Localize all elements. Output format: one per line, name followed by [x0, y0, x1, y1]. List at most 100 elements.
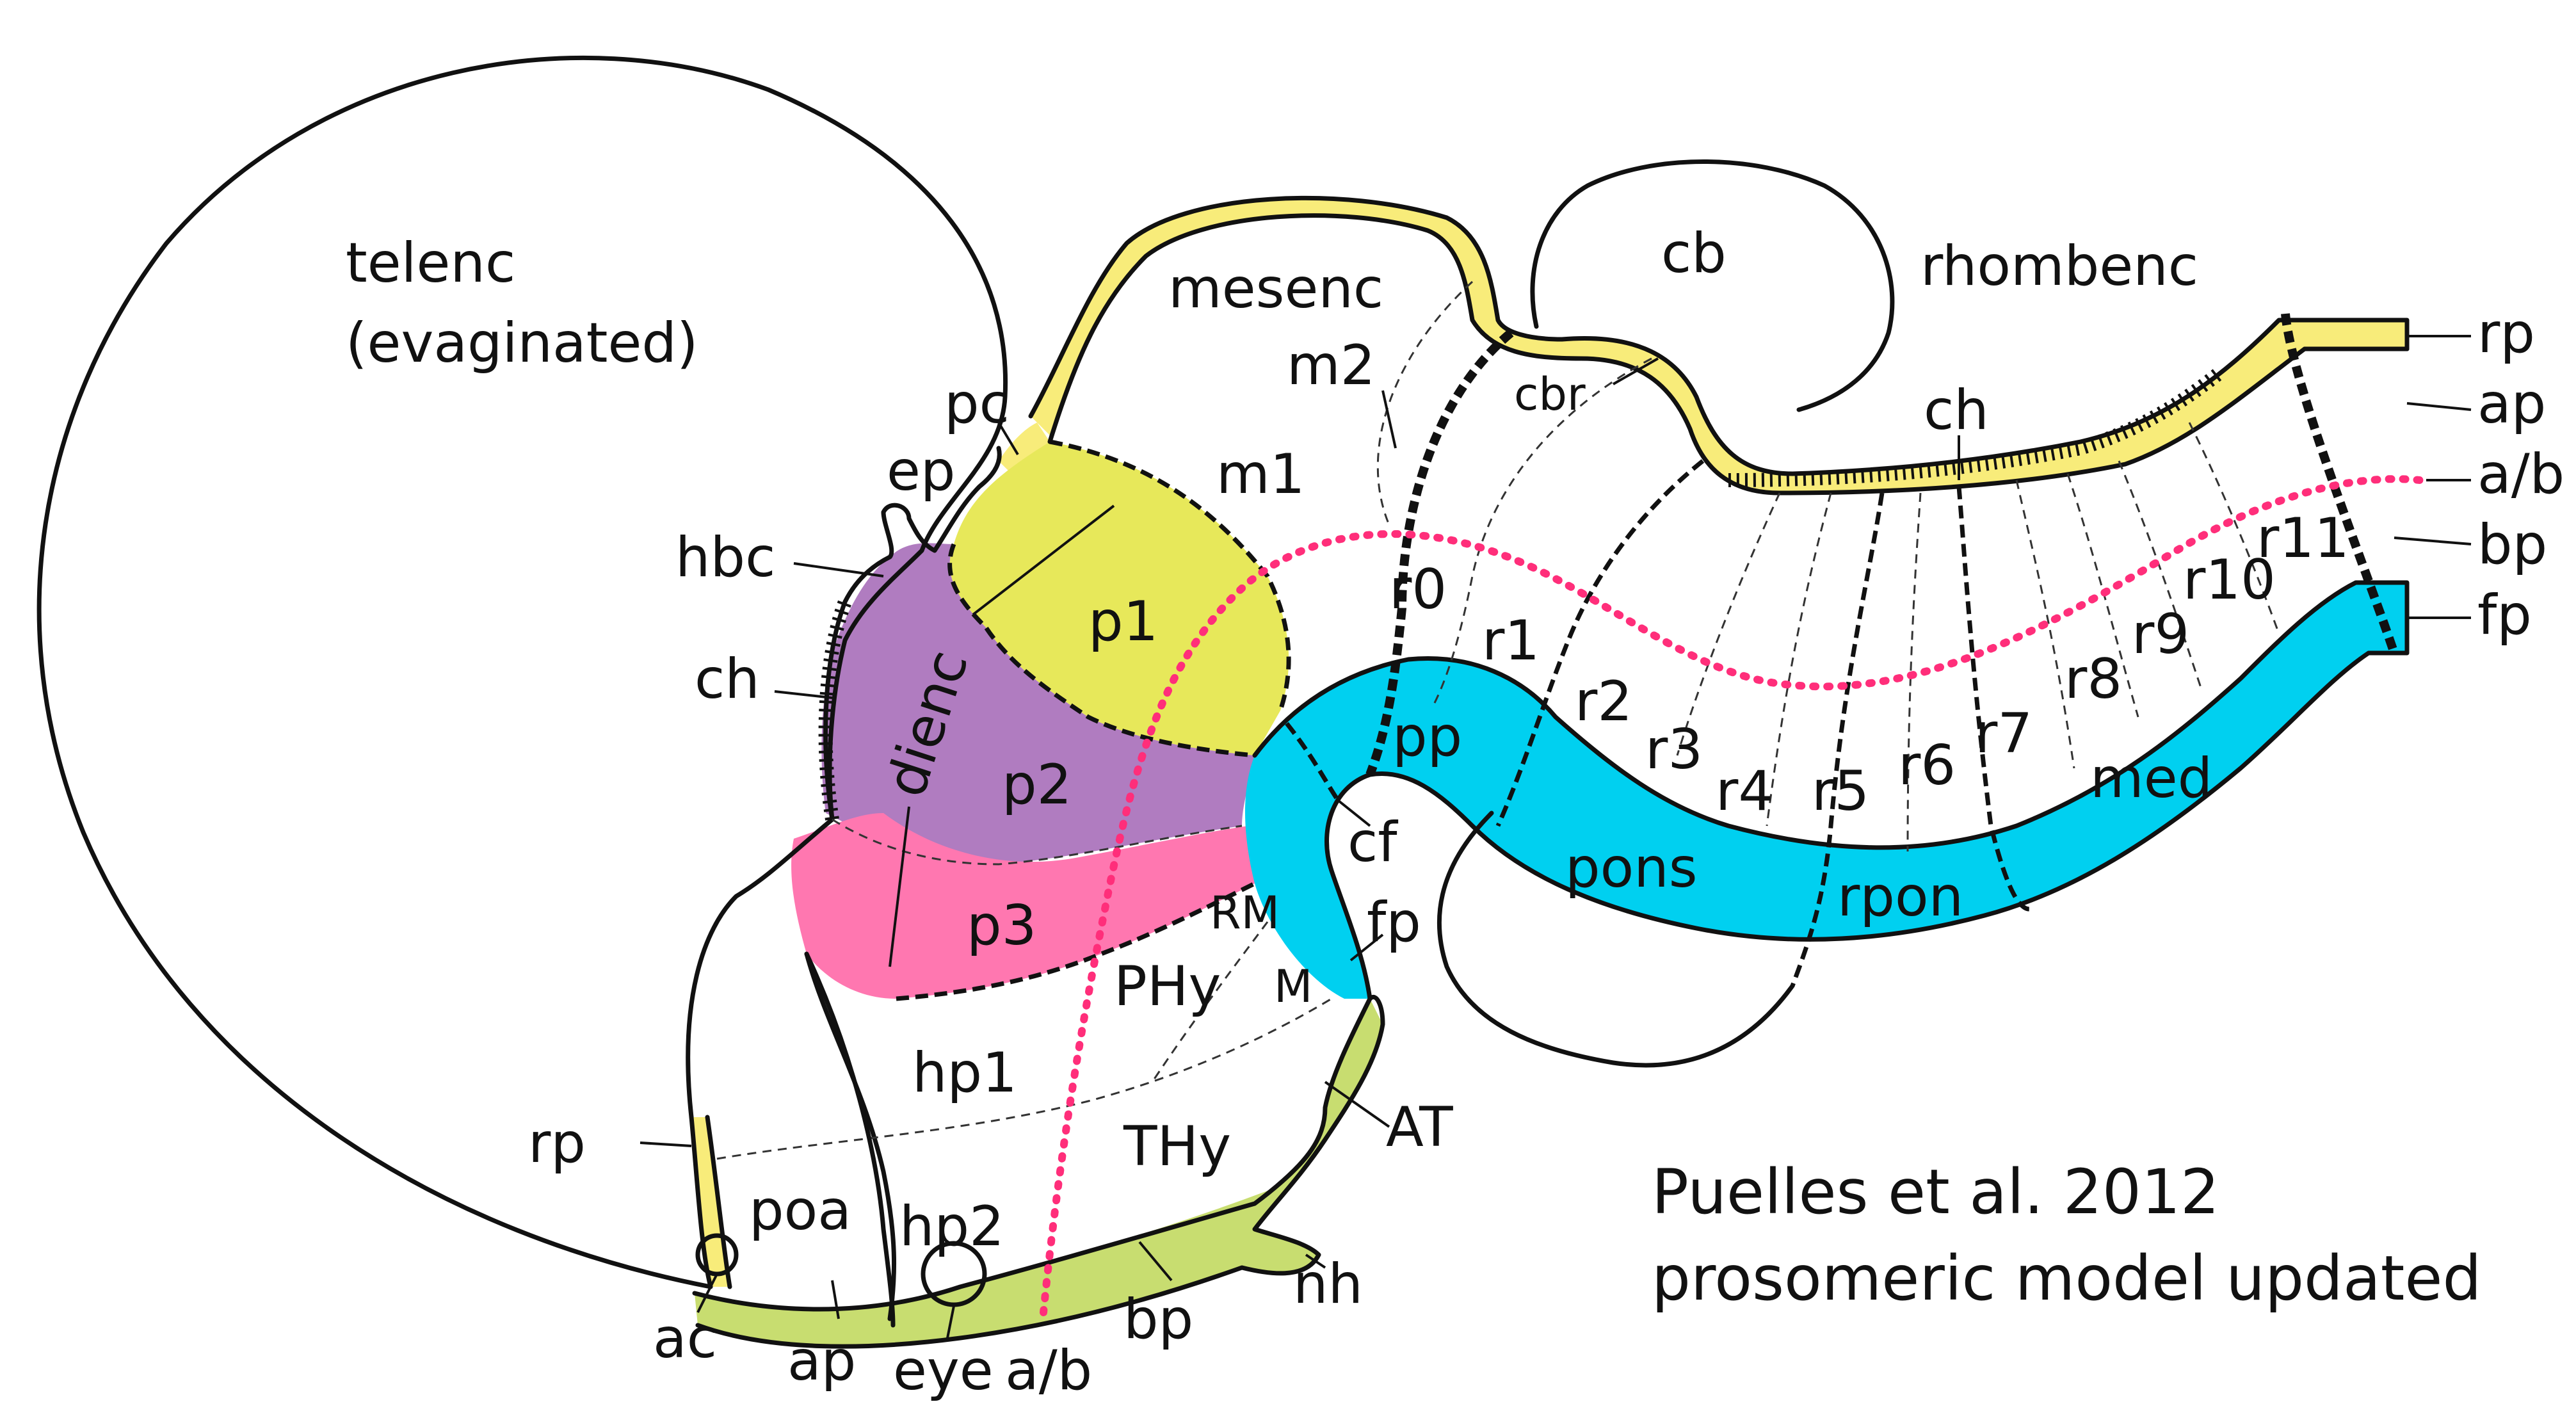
- label-eye: eye: [893, 1339, 994, 1403]
- pons-bulge-outline: [1437, 810, 1795, 1068]
- label-r7: r7: [1975, 702, 2033, 766]
- label-r10: r10: [2183, 548, 2276, 612]
- credit-line-1: Puelles et al. 2012: [1652, 1156, 2219, 1228]
- leader-fp-mid: [1349, 933, 1384, 962]
- boundary-p1-roof: [1049, 439, 1291, 712]
- leader-ch-left: [774, 690, 833, 699]
- boundary-r3-r4: [1766, 492, 1832, 826]
- floor-hypothalamus-region: [695, 999, 1383, 1347]
- label-r8: r8: [2065, 647, 2122, 711]
- label-m2: m2: [1287, 334, 1376, 398]
- leader-eye: [946, 1305, 955, 1339]
- label-poa: poa: [749, 1179, 851, 1243]
- boundary-r9-r10: [2118, 460, 2203, 692]
- label-r0: r0: [1389, 558, 1447, 622]
- hp-divider-line: [804, 951, 896, 1328]
- boundary-r2-r3: [1676, 492, 1781, 756]
- label-ac: ac: [653, 1307, 717, 1371]
- label-p1: p1: [1088, 590, 1158, 654]
- alar-basal-boundary: [1040, 475, 2424, 1316]
- boundary-p1-p2: [947, 543, 1255, 758]
- leader-bp-right: [2394, 536, 2472, 545]
- label-cb: cb: [1661, 222, 1727, 286]
- eye-stalk-circle: [921, 1241, 987, 1307]
- label-r9: r9: [2132, 602, 2189, 666]
- label-evaginated: (evaginated): [346, 311, 698, 375]
- medial-wall-outline: [804, 951, 897, 1321]
- p2-region: [821, 543, 1255, 866]
- leader-ac: [696, 1273, 718, 1313]
- cerebellum-outline: [1530, 159, 1895, 412]
- midbrain-roof-outline: [1047, 213, 2410, 496]
- hypothalamus-outline: [692, 996, 1373, 1312]
- label-p3: p3: [967, 894, 1036, 958]
- label-telenc: telenc: [346, 231, 515, 295]
- leader-ap-right: [2406, 402, 2472, 411]
- leader-dienc-low: [889, 806, 910, 967]
- boundary-r4-r5: [1790, 492, 1885, 987]
- label-fp-right: fp: [2477, 583, 2532, 647]
- label-M: M: [1274, 960, 1312, 1013]
- label-ap-bottom: ap: [787, 1329, 856, 1393]
- label-fp-mid: fp: [1367, 891, 1421, 955]
- label-mesenc: mesenc: [1168, 257, 1383, 321]
- roof-plate-midbrain: [1031, 198, 2407, 493]
- leader-AT: [1324, 1081, 1390, 1128]
- boundary-r8-r9: [2066, 473, 2139, 718]
- label-pons: pons: [1565, 836, 1698, 900]
- label-m1: m1: [1216, 442, 1305, 506]
- label-r11: r11: [2257, 506, 2349, 570]
- cephalic-flexure-line: [1285, 722, 1340, 802]
- label-hbc: hbc: [675, 526, 775, 590]
- label-ch-left: ch: [695, 647, 760, 711]
- label-ep: ep: [887, 439, 956, 503]
- label-hp2: hp2: [899, 1195, 1004, 1259]
- label-p2: p2: [1002, 753, 1072, 817]
- roof-plate-forebrain: [691, 1117, 730, 1287]
- leader-rp-left: [640, 1141, 692, 1147]
- label-pc: pc: [944, 372, 1010, 436]
- label-bp-right: bp: [2477, 513, 2547, 577]
- credit-line-2: prosomeric model updated: [1652, 1243, 2481, 1314]
- leader-m2: [1381, 390, 1397, 449]
- leader-pc: [997, 421, 1019, 456]
- label-r3: r3: [1645, 718, 1703, 782]
- leader-lines: [640, 335, 2472, 1339]
- label-ap-right: ap: [2477, 372, 2546, 436]
- label-r4: r4: [1716, 759, 1773, 823]
- label-hp1: hp1: [912, 1041, 1017, 1105]
- floor-plate-brainstem: [1245, 583, 2407, 999]
- brainstem-floor-outline: [1252, 580, 2410, 1001]
- boundary-hp1-hp2: [716, 997, 1332, 1160]
- label-rp-left: rp: [528, 1111, 586, 1175]
- label-rhombenc: rhombenc: [1920, 234, 2198, 298]
- label-THy: THy: [1123, 1115, 1231, 1179]
- boundary-m1-m2: [1376, 280, 1474, 526]
- boundary-p2-p3: [832, 818, 1243, 866]
- leader-dienc: [972, 504, 1115, 616]
- boundary-r5-r6: [1906, 492, 1922, 852]
- leader-nh: [1305, 1254, 1326, 1269]
- label-r5: r5: [1812, 759, 1869, 823]
- label-nh: nh: [1293, 1252, 1363, 1316]
- label-ab-right: a/b: [2477, 442, 2564, 506]
- boundary-r0-r1: [1433, 357, 1652, 705]
- boundary-p3-hp1: [896, 881, 1256, 1001]
- boundary-mid-hindbrain: [1365, 329, 1514, 777]
- boundary-r6-r7: [1956, 486, 2030, 912]
- boundary-spinal: [2281, 313, 2399, 655]
- boundary-r10-r11: [2188, 422, 2280, 634]
- leader-cbr: [1613, 357, 1659, 385]
- label-rpon: rpon: [1837, 865, 1963, 929]
- label-rp-right: rp: [2477, 302, 2535, 366]
- label-RM: RM: [1210, 887, 1280, 939]
- leader-bp-bottom: [1138, 1241, 1173, 1282]
- leader-ap-bottom: [831, 1280, 840, 1319]
- label-bp-bottom: bp: [1123, 1287, 1193, 1351]
- label-PHy: PHy: [1114, 955, 1221, 1019]
- label-AT: AT: [1386, 1095, 1453, 1159]
- label-med: med: [2090, 746, 2212, 810]
- label-r6: r6: [1898, 734, 1956, 798]
